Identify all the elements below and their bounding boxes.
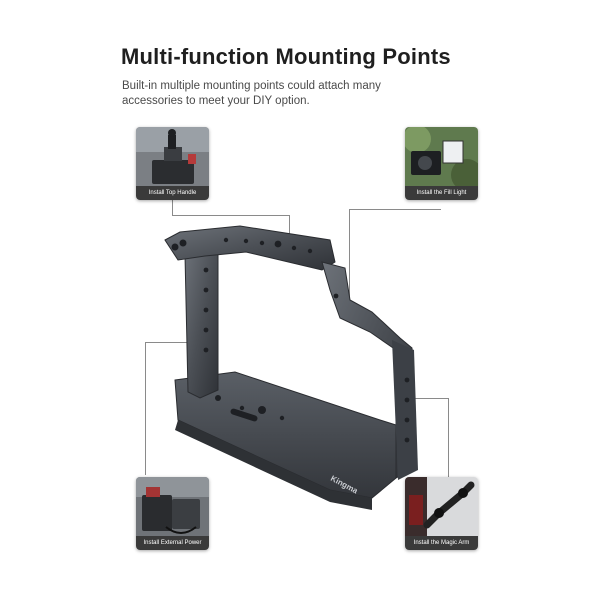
external-power-photo-icon [136, 477, 209, 537]
callout-top-handle: Install Top Handle [136, 127, 209, 200]
leader-line-fill-light [349, 209, 441, 210]
callout-caption: Install Top Handle [136, 186, 209, 200]
leader-line-magic-arm [415, 398, 449, 399]
top-handle-photo-icon [136, 127, 209, 187]
callout-magic-arm: Install the Magic Arm [405, 477, 478, 550]
page-title: Multi-function Mounting Points [121, 44, 451, 69]
callout-caption: Install the Magic Arm [405, 536, 478, 550]
leader-line-external-power [145, 342, 146, 475]
leader-line-top-handle [289, 215, 290, 245]
callout-caption: Install the Fill Light [405, 186, 478, 200]
leader-line-fill-light [349, 209, 350, 309]
callout-fill-light: Install the Fill Light [405, 127, 478, 200]
callout-caption: Install External Power [136, 536, 209, 550]
magic-arm-photo-icon [405, 477, 478, 537]
leader-line-magic-arm [448, 398, 449, 478]
callout-external-power: Install External Power [136, 477, 209, 550]
fill-light-photo-icon [405, 127, 478, 187]
leader-line-top-handle [172, 195, 173, 215]
leader-line-top-handle [172, 215, 289, 216]
leader-line-external-power [145, 342, 205, 343]
page-subtitle: Built-in multiple mounting points could … [122, 80, 381, 107]
